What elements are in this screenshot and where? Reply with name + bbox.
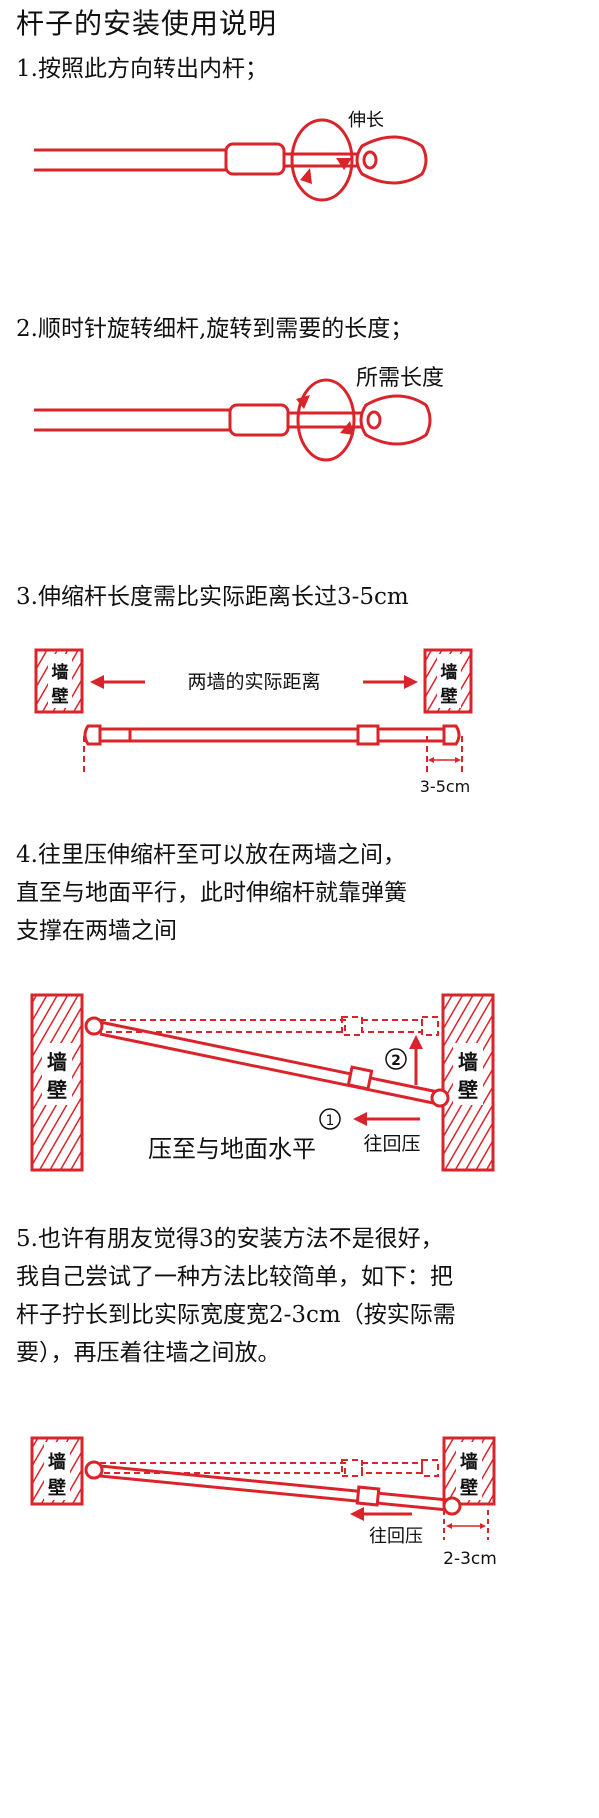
svg-text:壁: 壁 [441,686,458,707]
svg-text:墙: 墙 [460,1451,478,1473]
step-4-text: 4.往里压伸缩杆至可以放在两墙之间， 直至与地面平行，此时伸缩杆就靠弹簧 支撑在… [16,842,407,944]
step-5-figure: 墙 壁 墙 壁 往回压 2-3cm [30,1436,497,1569]
step-5-measure: 2-3cm [443,1549,497,1569]
right-wall: 墙 壁 [423,648,473,714]
step-4-figure: 墙 壁 墙 壁 2 1 往回压 压至与地面水平 [30,993,495,1172]
step-3-figure: 墙 壁 墙 壁 两墙的实际距离 3-5cm [34,648,473,796]
step-2-label: 所需长度 [356,366,444,391]
right-wall: 墙 壁 [442,1436,496,1506]
svg-text:壁: 壁 [47,1078,67,1102]
svg-text:墙: 墙 [458,1050,478,1074]
step-3-measure: 3-5cm [420,777,471,796]
step-5-text: 5.也许有朋友觉得3的安装方法不是很好， 我自己尝试了一种方法比较简单，如下：把… [16,1226,456,1366]
page-title: 杆子的安装使用说明 [16,7,278,40]
svg-text:壁: 壁 [48,1477,66,1499]
step-3-label: 两墙的实际距离 [187,671,320,693]
left-wall: 墙 壁 [34,648,84,714]
step-1-text: 1.按照此方向转出内杆； [16,56,268,82]
svg-text:墙: 墙 [52,662,69,683]
step-4-label: 压至与地面水平 [148,1135,316,1163]
svg-text:墙: 墙 [48,1451,66,1473]
right-wall: 墙 壁 [441,993,495,1172]
step-4-push: 往回压 [363,1133,420,1155]
svg-text:墙: 墙 [47,1050,67,1074]
step-3-text: 3.伸缩杆长度需比实际距离长过3-5cm [16,584,409,610]
svg-text:壁: 壁 [460,1477,478,1499]
left-wall: 墙 壁 [30,1436,84,1506]
step-1-label: 伸长 [348,110,384,131]
step-2-text: 2.顺时针旋转细杆,旋转到需要的长度； [16,316,414,342]
svg-text:2: 2 [391,1053,401,1069]
step-1-figure: 伸长 [34,110,428,202]
svg-text:1: 1 [326,1113,335,1129]
left-wall: 墙 壁 [30,993,84,1172]
svg-text:壁: 壁 [52,686,69,707]
step-2-figure: 所需长度 [34,366,444,462]
step-5-push: 往回压 [369,1526,423,1547]
svg-text:墙: 墙 [441,662,458,683]
svg-text:壁: 壁 [458,1078,478,1102]
